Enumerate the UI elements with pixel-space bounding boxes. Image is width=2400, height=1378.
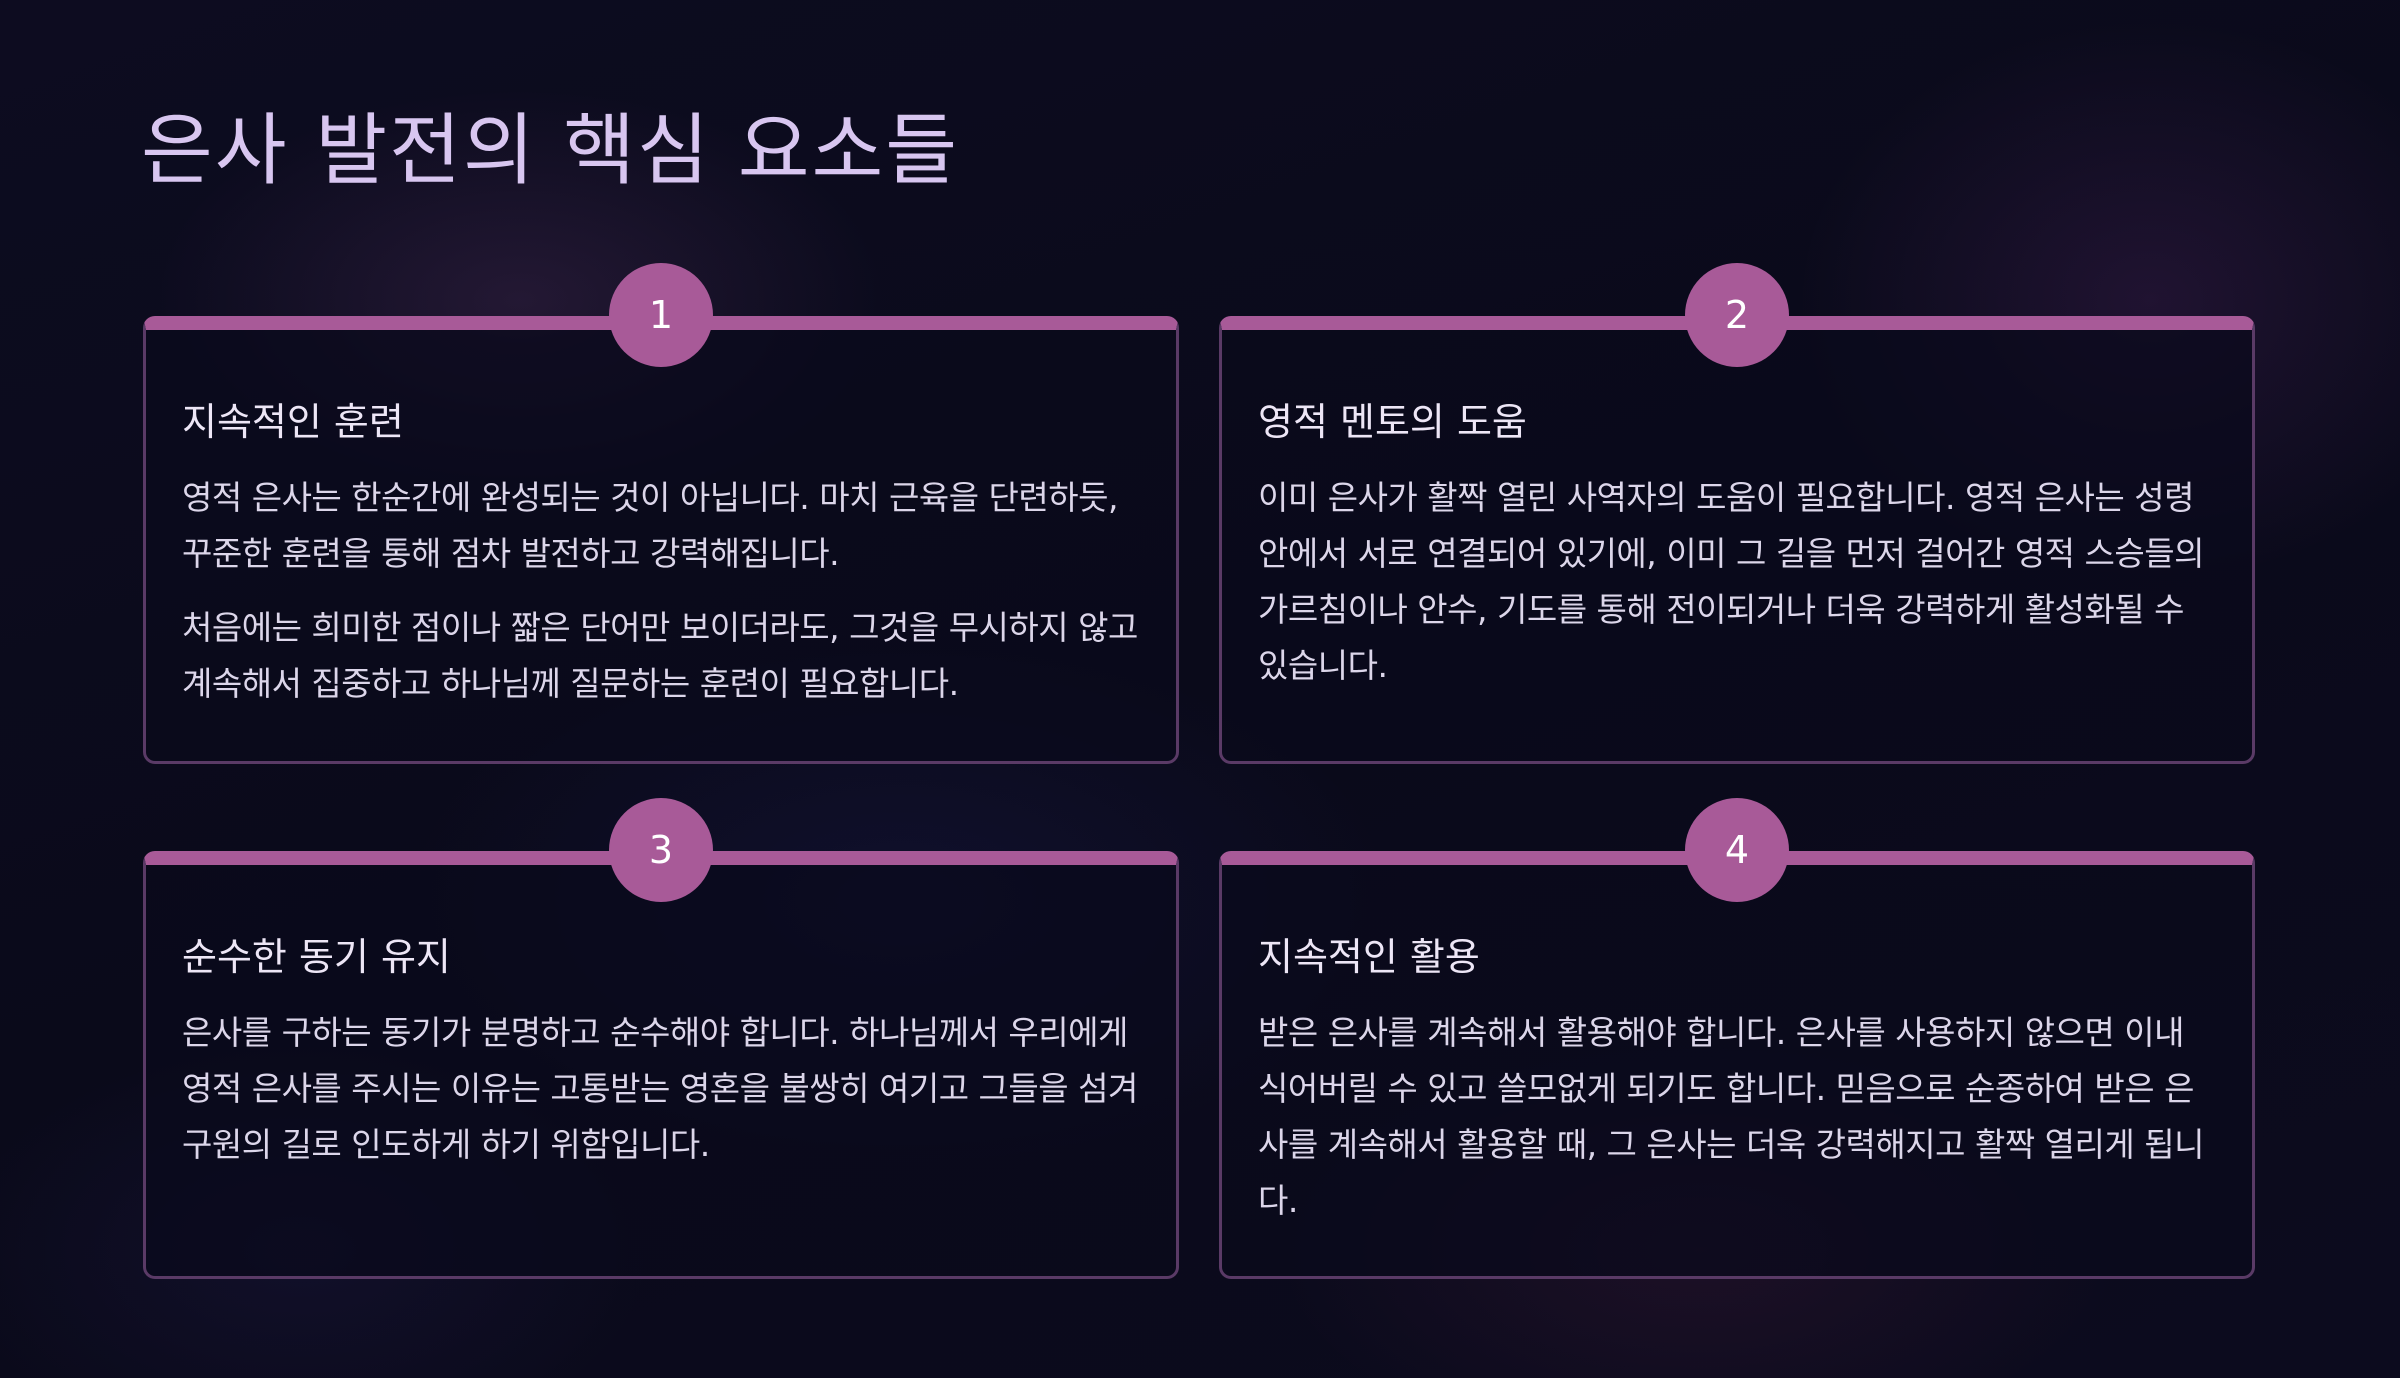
card-title: 지속적인 활용 [1258,935,1480,979]
number-badge: 3 [609,798,713,902]
number-badge: 1 [609,263,713,367]
card-paragraph: 처음에는 희미한 점이나 짧은 단어만 보이더라도, 그것을 무시하지 않고 계… [182,608,1138,703]
card-pure-motive: 3 순수한 동기 유지 은사를 구하는 동기가 분명하고 순수해야 합니다. 하… [143,798,1179,1279]
number-badge: 2 [1685,263,1789,367]
card-spiritual-mentor: 2 영적 멘토의 도움 이미 은사가 활짝 열린 사역자의 도움이 필요합니다.… [1219,263,2255,764]
card-paragraph: 이미 은사가 활짝 열린 사역자의 도움이 필요합니다. 영적 은사는 성령 안… [1258,478,2204,685]
card-paragraph: 받은 은사를 계속해서 활용해야 합니다. 은사를 사용하지 않으면 이내 식어… [1258,1013,2204,1220]
card-title: 영적 멘토의 도움 [1258,400,1527,444]
card-paragraph: 영적 은사는 한순간에 완성되는 것이 아닙니다. 마치 근육을 단련하듯, 꾸… [182,478,1118,573]
card-title: 순수한 동기 유지 [182,935,451,979]
card-paragraph: 은사를 구하는 동기가 분명하고 순수해야 합니다. 하나님께서 우리에게 영적… [182,1013,1138,1164]
page-title: 은사 발전의 핵심 요소들 [141,106,959,196]
number-badge: 4 [1685,798,1789,902]
card-continuous-training: 1 지속적인 훈련 영적 은사는 한순간에 완성되는 것이 아닙니다. 마치 근… [143,263,1179,764]
card-continuous-use: 4 지속적인 활용 받은 은사를 계속해서 활용해야 합니다. 은사를 사용하지… [1219,798,2255,1279]
card-title: 지속적인 훈련 [182,400,404,444]
